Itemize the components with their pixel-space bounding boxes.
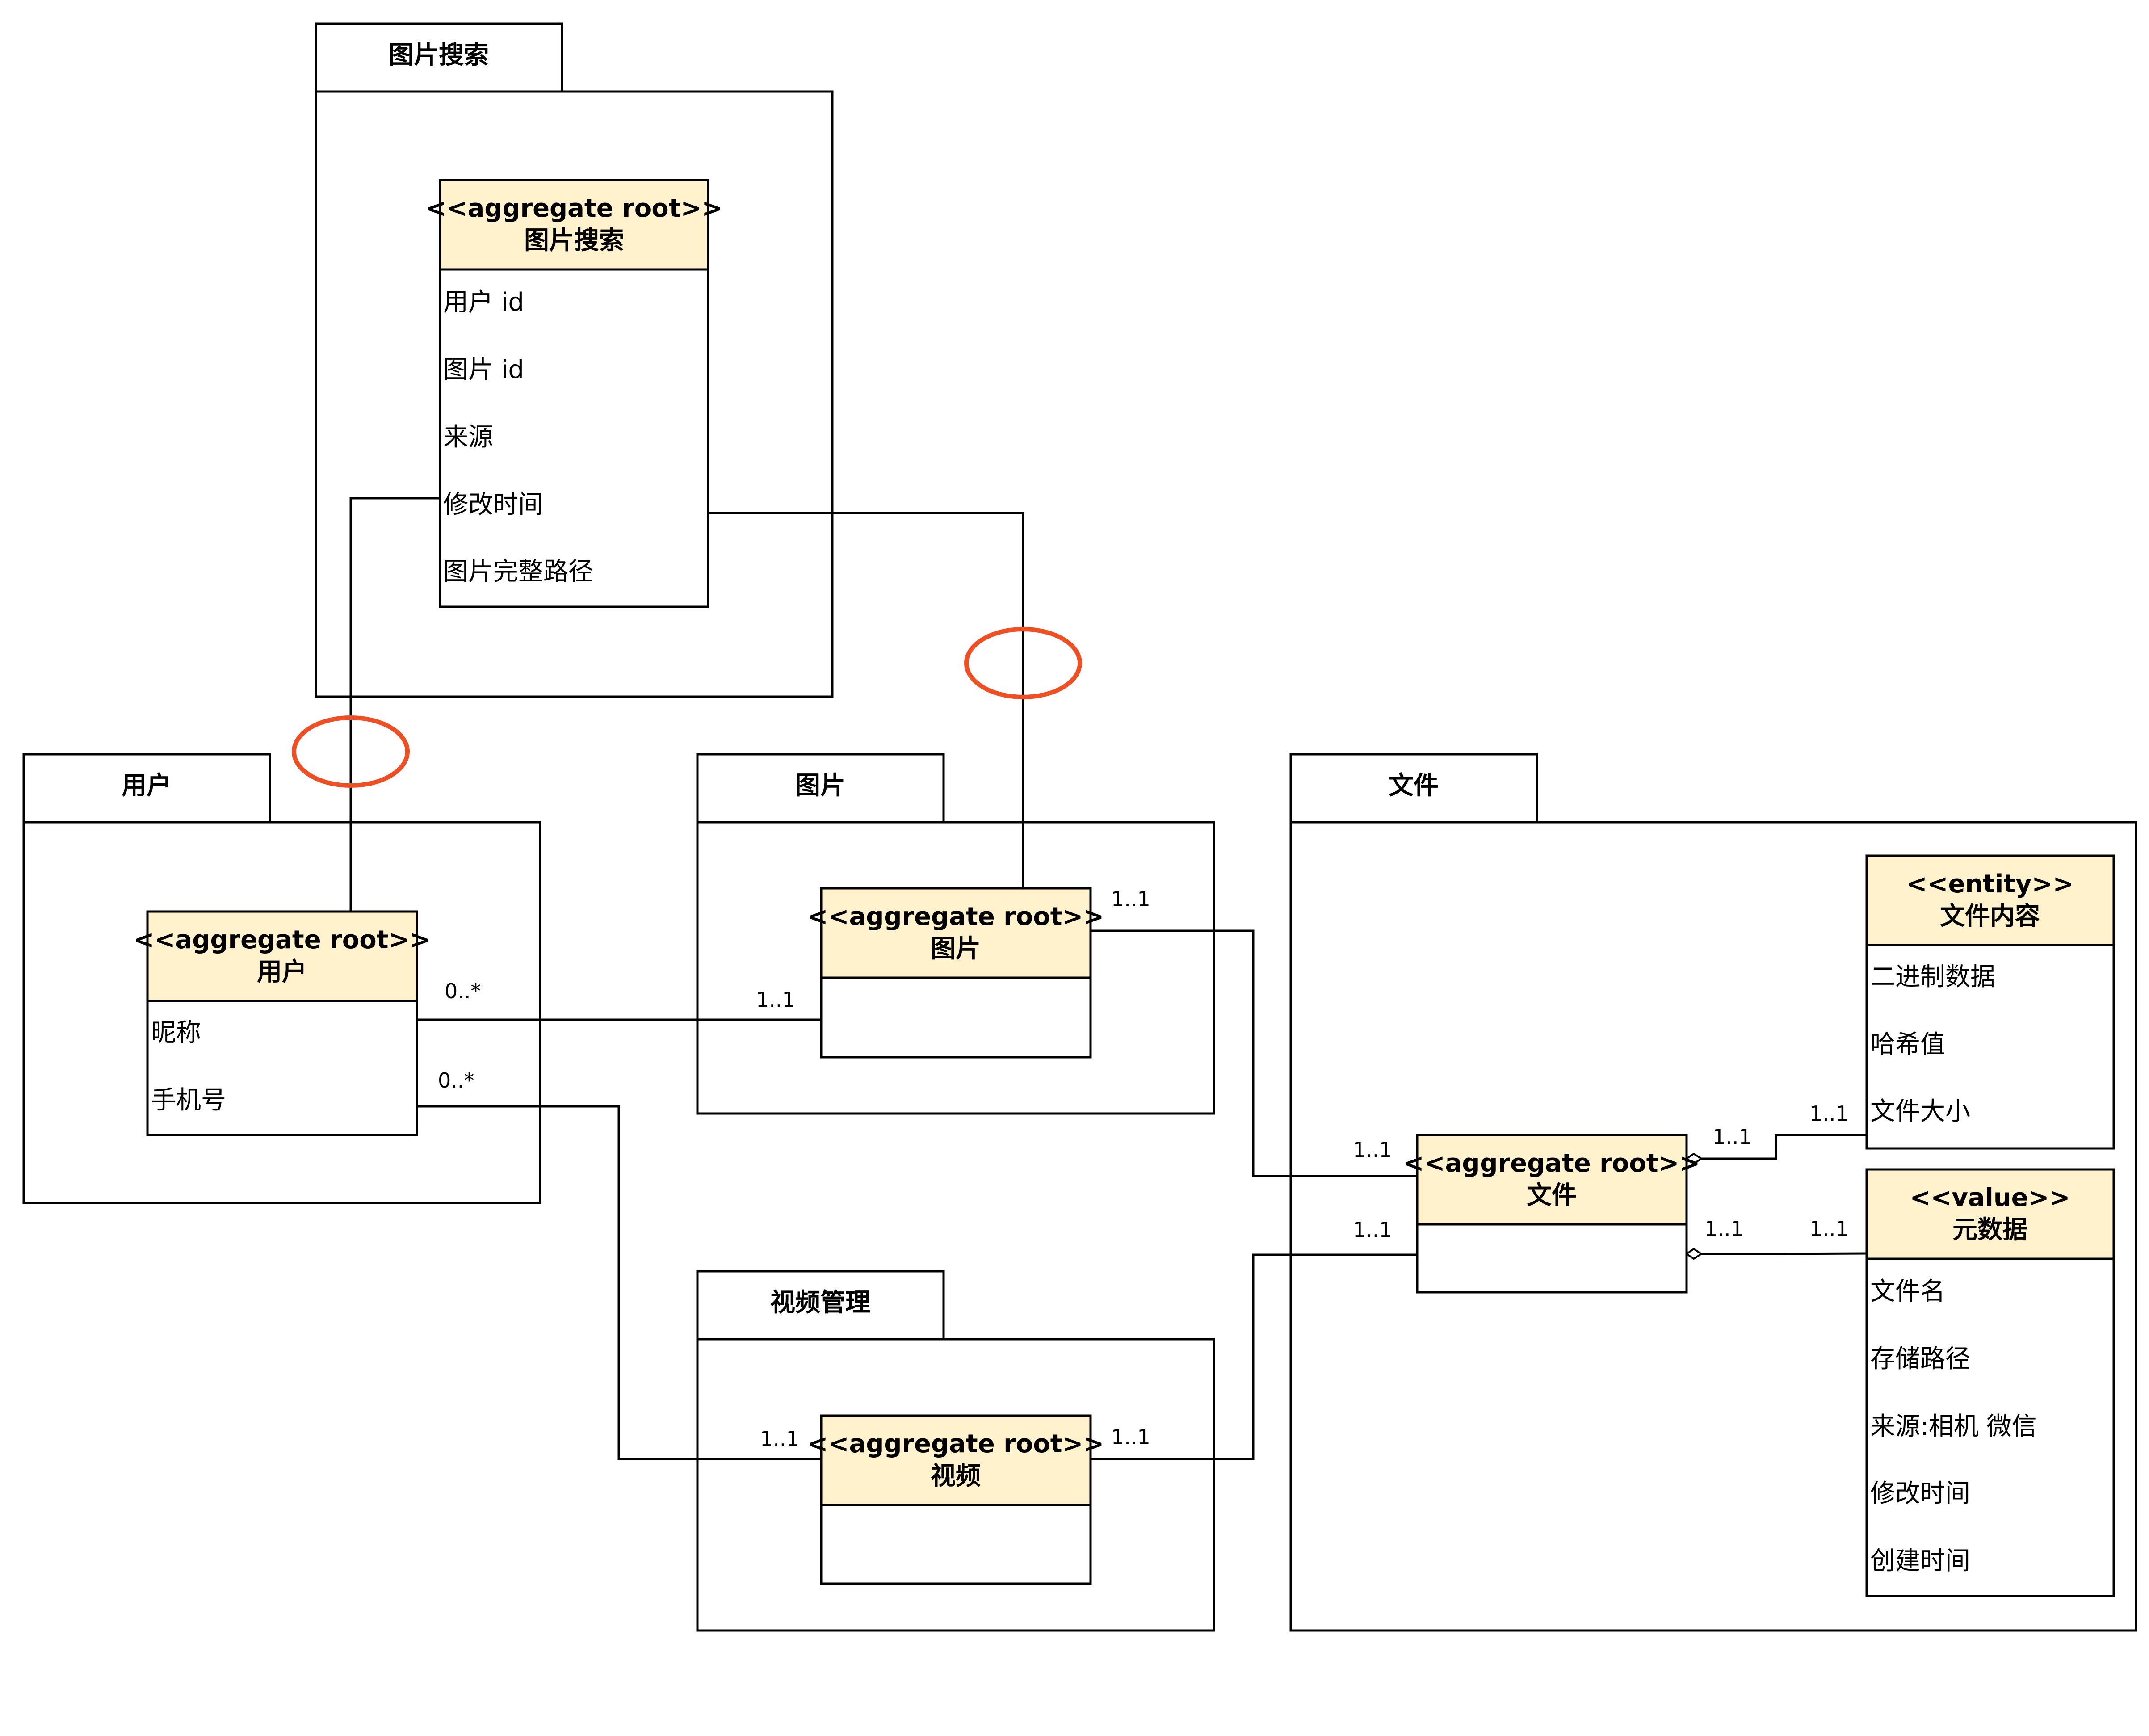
class-attribute: 创建时间 (1870, 1547, 1970, 1576)
class-body (1416, 1223, 1688, 1294)
highlight-ellipse-image-link (964, 627, 1082, 699)
class-attribute: 哈希值 (1870, 1030, 1945, 1059)
class-attribute: 来源 (443, 423, 493, 452)
class-attribute: 文件名 (1870, 1277, 1945, 1306)
class-body (439, 268, 709, 608)
multiplicity-label: 1..1 (1111, 1425, 1150, 1449)
class-attribute: 文件大小 (1870, 1097, 1970, 1126)
class-file-content: <<entity>> 文件内容 二进制数据 哈希值 文件大小 (1865, 854, 2115, 1150)
connector-user-to-video (417, 1105, 821, 1460)
multiplicity-label: 0..* (445, 979, 481, 1003)
class-name: 图片 (931, 934, 981, 963)
class-body (1865, 1257, 2115, 1597)
package-title: 图片 (795, 771, 845, 800)
class-attribute: 昵称 (151, 1018, 201, 1047)
class-stereotype: <<aggregate root>> (807, 1429, 1104, 1459)
class-header (1865, 854, 2115, 946)
class-header (820, 1414, 1092, 1506)
package-tab (315, 22, 563, 93)
aggregation-diamond-content (1685, 1152, 1703, 1165)
multiplicity-label: 1..1 (1111, 887, 1150, 911)
class-stereotype: <<aggregate root>> (1403, 1149, 1700, 1178)
class-header (439, 179, 709, 271)
multiplicity-label: 1..1 (1353, 1138, 1392, 1162)
multiplicity-label: 1..1 (756, 988, 795, 1012)
class-attribute: 来源:相机 微信 (1870, 1412, 2037, 1441)
highlight-marks (292, 627, 1082, 788)
multiplicity-label: 1..1 (1353, 1218, 1392, 1242)
class-video: <<aggregate root>> 视频 (807, 1414, 1104, 1585)
connector-video-to-file (1091, 1253, 1417, 1460)
class-header (820, 887, 1092, 979)
connectors (349, 497, 1867, 1460)
connector-file-to-content (1701, 1134, 1867, 1160)
class-attribute: 图片 id (443, 355, 524, 384)
class-metadata: <<value>> 元数据 文件名 存储路径 来源:相机 微信 修改时间 创建时… (1865, 1168, 2115, 1597)
connector-file-to-metadata (1701, 1252, 1867, 1255)
class-header (1416, 1134, 1688, 1226)
class-attribute: 修改时间 (1870, 1479, 1970, 1508)
highlight-ellipse-user-link (292, 715, 410, 788)
class-stereotype: <<aggregate root>> (134, 925, 431, 954)
class-name: 元数据 (1952, 1215, 2027, 1244)
connector-image-to-file (1091, 929, 1417, 1177)
class-attribute: 用户 id (443, 288, 524, 317)
multiplicity-label: 1..1 (1809, 1217, 1849, 1241)
multiplicity-label: 1..1 (1809, 1101, 1849, 1126)
class-file: <<aggregate root>> 文件 (1403, 1134, 1700, 1294)
package-tab (1289, 753, 1538, 824)
multiplicity-labels: 0..* 1..1 0..* 1..1 1..1 1..1 1..1 1..1 … (438, 887, 1849, 1451)
class-body (1865, 944, 2115, 1150)
connector-search-to-user (349, 497, 440, 912)
class-attribute: 二进制数据 (1870, 963, 1995, 992)
class-name: 文件 (1527, 1181, 1577, 1210)
multiplicity-label: 0..* (438, 1068, 474, 1093)
class-name: 视频 (931, 1462, 981, 1491)
class-header (1865, 1168, 2115, 1260)
class-stereotype: <<value>> (1910, 1183, 2070, 1212)
class-image: <<aggregate root>> 图片 (807, 887, 1104, 1059)
package-tab (696, 1270, 945, 1341)
package-title: 文件 (1389, 771, 1439, 800)
package-title: 视频管理 (770, 1288, 870, 1317)
class-body (146, 1000, 418, 1136)
package-title: 图片搜索 (389, 41, 489, 70)
package-title: 用户 (122, 771, 172, 800)
class-stereotype: <<entity>> (1906, 870, 2074, 899)
class-name: 文件内容 (1940, 902, 2040, 931)
connector-search-to-image (708, 512, 1024, 888)
class-stereotype: <<aggregate root>> (807, 902, 1104, 931)
multiplicity-label: 1..1 (760, 1427, 799, 1451)
class-body (820, 976, 1092, 1059)
class-body (820, 1504, 1092, 1585)
class-name: 图片搜索 (524, 226, 624, 255)
multiplicity-label: 1..1 (1712, 1125, 1752, 1149)
package-tab (22, 753, 271, 824)
aggregation-diamond-metadata (1685, 1248, 1703, 1260)
multiplicity-label: 1..1 (1704, 1217, 1744, 1241)
class-attribute: 图片完整路径 (443, 557, 593, 586)
class-stereotype: <<aggregate root>> (426, 194, 723, 223)
package-tab (696, 753, 945, 824)
class-image-search: <<aggregate root>> 图片搜索 用户 id 图片 id 来源 修… (426, 179, 723, 608)
class-header (146, 910, 418, 1002)
class-attribute: 手机号 (151, 1086, 226, 1115)
class-user: <<aggregate root>> 用户 昵称 手机号 (134, 910, 431, 1136)
class-attribute: 存储路径 (1870, 1345, 1970, 1374)
class-attribute: 修改时间 (443, 490, 543, 519)
class-name: 用户 (257, 958, 307, 987)
